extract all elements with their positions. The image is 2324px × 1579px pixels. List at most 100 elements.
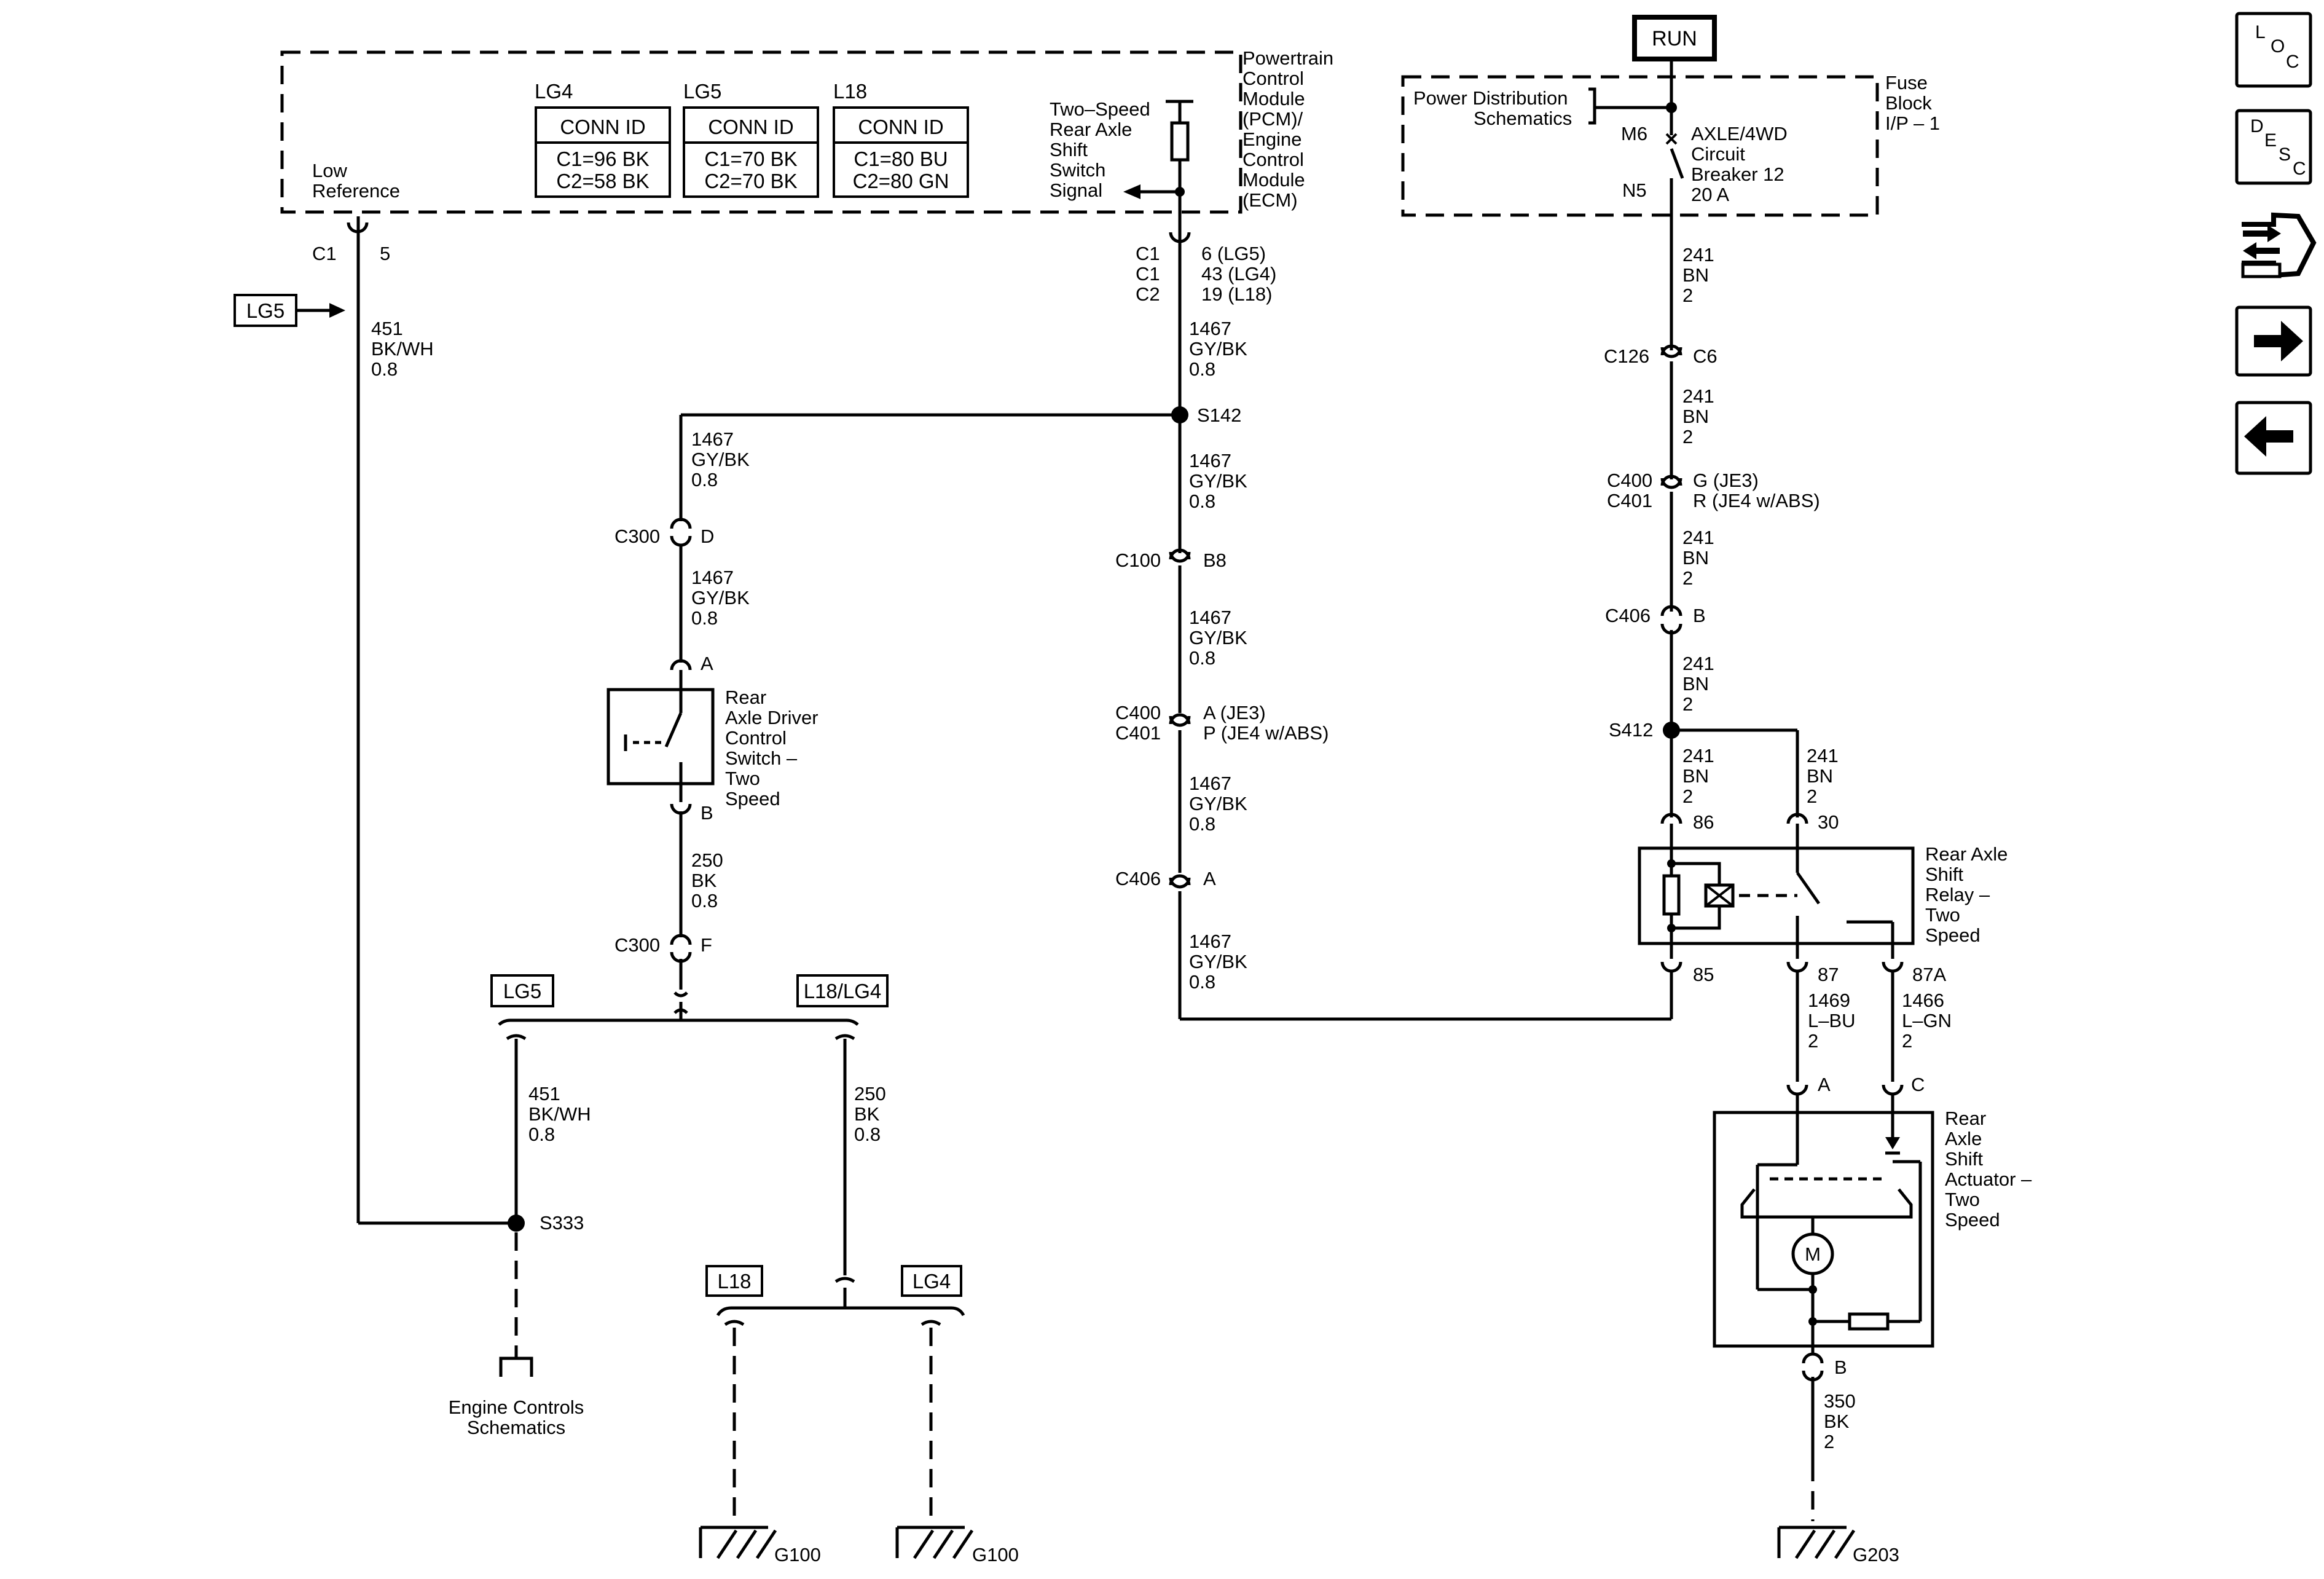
svg-text:R (JE4 w/ABS): R (JE4 w/ABS) (1693, 490, 1820, 511)
svg-text:241: 241 (1682, 244, 1714, 266)
svg-text:S: S (2279, 144, 2291, 165)
low-reference-label: Low Reference (312, 160, 400, 202)
wire-label-241-1: 241 BN 2 (1682, 244, 1714, 306)
svg-text:P (JE4 w/ABS): P (JE4 w/ABS) (1203, 722, 1329, 744)
arrow-right-icon[interactable] (2235, 305, 2312, 377)
connector-c300-f: C300 F (614, 934, 712, 963)
svg-text:C400: C400 (1115, 702, 1161, 723)
connector-end-view-icon[interactable] (2241, 212, 2317, 278)
option-tag-l18: L18 (705, 1265, 763, 1297)
svg-text:L18: L18 (717, 1270, 751, 1293)
svg-text:BK: BK (854, 1103, 880, 1125)
svg-text:241: 241 (1682, 653, 1714, 674)
wire-label-250-right: 250 BK 0.8 (854, 1083, 886, 1145)
svg-text:0.8: 0.8 (1189, 358, 1215, 380)
pcm-title: Powertrain Control Module (PCM)/ Engine … (1242, 47, 1333, 211)
svg-text:1467: 1467 (691, 567, 734, 588)
svg-text:Control: Control (1242, 68, 1304, 89)
description-button[interactable]: D E S C (2235, 109, 2312, 185)
svg-text:Shift: Shift (1050, 139, 1088, 160)
svg-text:Powertrain: Powertrain (1242, 47, 1333, 69)
wire-label-241-4: 241 BN 2 (1682, 653, 1714, 715)
pcm-connector-c1-5: C1 5 (312, 216, 390, 264)
arrow-left-icon[interactable] (2235, 401, 2312, 475)
svg-text:451: 451 (371, 318, 403, 339)
svg-text:1467: 1467 (1189, 931, 1231, 952)
svg-text:2: 2 (1682, 693, 1693, 715)
svg-text:BK: BK (1824, 1411, 1850, 1432)
svg-text:L–GN: L–GN (1902, 1010, 1952, 1031)
svg-text:Schematics: Schematics (1474, 108, 1572, 129)
svg-text:87: 87 (1818, 964, 1839, 985)
svg-text:GY/BK: GY/BK (1189, 951, 1247, 972)
svg-text:C126: C126 (1604, 345, 1649, 367)
svg-text:N5: N5 (1622, 179, 1647, 201)
svg-text:241: 241 (1682, 527, 1714, 548)
svg-text:C401: C401 (1115, 722, 1161, 744)
svg-text:S142: S142 (1197, 404, 1241, 426)
svg-text:L18: L18 (833, 80, 867, 103)
svg-text:1467: 1467 (1189, 318, 1231, 339)
location-button[interactable]: L O C (2235, 12, 2312, 88)
svg-text:350: 350 (1824, 1390, 1856, 1412)
svg-text:Two: Two (725, 768, 760, 789)
svg-text:Rear: Rear (725, 687, 766, 708)
connector-c406-a: C406 A (1115, 868, 1216, 889)
svg-text:1467: 1467 (1189, 607, 1231, 628)
svg-text:Relay –: Relay – (1925, 884, 1990, 905)
wire-label-241-2: 241 BN 2 (1682, 385, 1714, 447)
svg-text:G100: G100 (774, 1544, 821, 1565)
connector-c100-b8: C100 B8 (1115, 548, 1227, 571)
svg-text:2: 2 (1902, 1030, 1912, 1052)
svg-text:C: C (1911, 1074, 1925, 1095)
svg-text:Engine: Engine (1242, 128, 1302, 150)
svg-text:Control: Control (1242, 149, 1304, 170)
svg-text:(PCM)/: (PCM)/ (1242, 108, 1303, 130)
svg-text:G203: G203 (1853, 1544, 1899, 1565)
svg-text:D: D (2250, 116, 2264, 136)
wire-label-241-3: 241 BN 2 (1682, 527, 1714, 589)
svg-text:C6: C6 (1693, 345, 1717, 367)
svg-text:GY/BK: GY/BK (1189, 338, 1247, 360)
svg-text:L18/LG4: L18/LG4 (804, 980, 882, 1002)
svg-text:BN: BN (1682, 264, 1709, 286)
connector-c400-c401-mid: C400 C401 A (JE3) P (JE4 w/ABS) (1115, 702, 1329, 744)
svg-text:2: 2 (1808, 1030, 1818, 1052)
svg-text:C2=80 GN: C2=80 GN (853, 170, 949, 192)
wire-label-250-left: 250 BK 0.8 (691, 849, 723, 912)
option-tag-lg5-top: LG5 (234, 294, 345, 327)
svg-text:241: 241 (1807, 745, 1839, 766)
svg-text:C1=70 BK: C1=70 BK (704, 148, 797, 170)
svg-text:GY/BK: GY/BK (1189, 793, 1247, 814)
rear-axle-shift-actuator: A C M B Rear Axle Shift Actuator – Two S… (1713, 1074, 2032, 1382)
svg-text:5: 5 (380, 243, 390, 264)
option-tag-lg4-bottom: LG4 (901, 1265, 962, 1297)
svg-text:Low: Low (312, 160, 347, 181)
svg-text:B: B (1693, 605, 1706, 626)
svg-text:87A: 87A (1912, 964, 1946, 985)
svg-text:Speed: Speed (725, 788, 780, 809)
wire-label-1467-mid-5: 1467 GY/BK 0.8 (1189, 931, 1247, 993)
svg-text:1467: 1467 (1189, 450, 1231, 471)
wire-label-1467-mid-1: 1467 GY/BK 0.8 (1189, 318, 1247, 380)
svg-text:Switch: Switch (1050, 159, 1105, 181)
rear-axle-driver-control-switch: A B Rear Axle Driver Control Switch – Tw… (607, 653, 819, 824)
svg-text:0.8: 0.8 (1189, 971, 1215, 993)
shift-switch-signal-label: Two–Speed Rear Axle Shift Switch Signal (1050, 98, 1150, 201)
svg-text:F: F (701, 934, 712, 956)
svg-text:Circuit: Circuit (1691, 143, 1745, 165)
wire-label-1466: 1466 L–GN 2 (1902, 990, 1952, 1052)
circuit-breaker-12: M6 N5 AXLE/4WD Circuit Breaker 12 20 A (1621, 108, 1788, 221)
svg-text:E: E (2264, 130, 2277, 151)
svg-text:Rear Axle: Rear Axle (1050, 119, 1132, 140)
svg-text:B: B (701, 802, 713, 824)
svg-text:D: D (701, 526, 714, 547)
splice-s142: S142 (1171, 404, 1241, 426)
svg-text:LG4: LG4 (535, 80, 573, 103)
svg-text:Breaker 12: Breaker 12 (1691, 163, 1784, 185)
svg-text:19 (L18): 19 (L18) (1201, 283, 1272, 305)
svg-text:LG5: LG5 (683, 80, 721, 103)
svg-text:2: 2 (1682, 786, 1693, 807)
connector-c400-c401-right: C400 C401 G (JE3) R (JE4 w/ABS) (1607, 470, 1820, 511)
